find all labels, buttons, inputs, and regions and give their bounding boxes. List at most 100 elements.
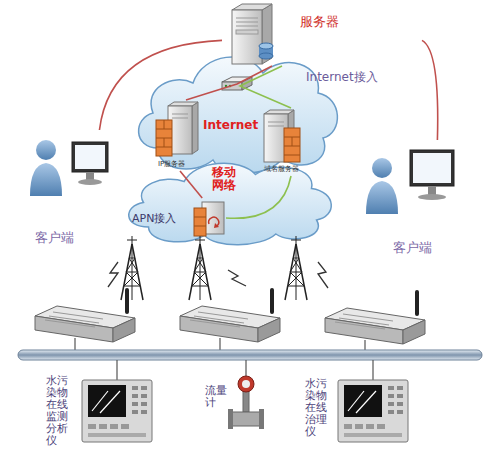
ip-server-node: IP服务器 [150, 100, 210, 171]
device-drop-wire [245, 360, 246, 376]
wireless-bolt [108, 262, 118, 287]
dtu-drop-wire [364, 340, 365, 350]
wireless-bolt [318, 262, 328, 288]
analyzer-node: 水污染物在线监测分析仪 [40, 368, 160, 454]
domain-server-icon [268, 126, 284, 127]
client-icon [30, 163, 62, 196]
ip-server-icon [192, 102, 198, 154]
node-label: IP服务器 [158, 160, 218, 168]
analyzer-panel [82, 380, 152, 442]
cell-tower [189, 236, 211, 300]
client-icon [428, 186, 436, 195]
ip-server-icon [164, 120, 165, 129]
access-label: Internet接入 [306, 70, 378, 84]
cell-tower [285, 236, 307, 300]
apn-gateway-icon [214, 223, 219, 228]
server-icon [259, 53, 273, 59]
cell-tower [121, 236, 307, 300]
client-icon [418, 194, 446, 200]
dtu-modem [35, 288, 135, 342]
wireless-bolt [228, 270, 246, 286]
flow-meter-icon [242, 380, 250, 388]
flow-meter-icon [232, 412, 260, 426]
server-node: 服务器 [222, 2, 422, 66]
client-icon [30, 140, 108, 196]
apn-gateway-node: APN接入 [192, 198, 226, 238]
flow-meter-icon [228, 376, 264, 429]
node-label: 水污染物在线监测分析仪 [46, 375, 68, 448]
dtu-drop-wire [74, 338, 75, 350]
client-icon [78, 179, 102, 185]
device-drop-wire [116, 360, 117, 380]
apn-gateway-icon [194, 226, 206, 227]
domain-server-icon [284, 155, 300, 156]
node-label: 域名服务器 [264, 165, 334, 173]
domain-server-icon [268, 122, 284, 123]
client-icon [413, 153, 451, 183]
wireless-bolt [108, 262, 328, 288]
server-icon [236, 26, 258, 27]
field-bus [18, 350, 482, 360]
mobile-network-cloud: 移动网络 APN接入 [118, 150, 340, 248]
server-icon [232, 10, 262, 64]
client-icon [410, 150, 454, 186]
client-icon [366, 181, 398, 214]
ip-server-icon [156, 120, 172, 156]
ip-server-icon [172, 114, 188, 115]
domain-server-icon [284, 128, 300, 162]
ip-server-icon [168, 102, 198, 106]
network-link [422, 40, 438, 140]
client-icon [36, 140, 56, 160]
node-label: APN接入 [132, 212, 166, 225]
cell-tower [121, 236, 143, 300]
server-icon [259, 43, 273, 49]
node-label: 客户端 [393, 240, 500, 256]
flow-meter-icon [238, 376, 254, 392]
dtu-drop-wire [75, 338, 365, 350]
node-label: Internet [203, 118, 421, 132]
node-label: 流量计 [205, 385, 227, 409]
client-icon [72, 142, 108, 172]
server-icon [232, 4, 273, 64]
domain-server-icon [292, 137, 293, 146]
dtu-modem [35, 288, 425, 344]
device-drop-wire [372, 360, 373, 380]
client-icon [372, 158, 392, 178]
cloud-outline [118, 150, 340, 248]
server-icon [236, 18, 258, 19]
internet-cloud: InternetIP服务器域名服务器 [128, 38, 346, 178]
flow-meter-icon [259, 409, 264, 429]
treatment-panel [338, 380, 408, 442]
node-label: 客户端 [35, 230, 129, 246]
client-node: 客户端 [362, 140, 500, 258]
treatment-node: 水污染物在线治理仪 [300, 368, 430, 454]
ip-server-icon [172, 118, 188, 119]
dtu-modem [325, 290, 425, 344]
cloud-outline [129, 163, 332, 244]
node-label: 服务器 [300, 14, 500, 30]
server-icon [236, 30, 258, 34]
treatment-panel [338, 380, 408, 442]
dtu-modem [180, 288, 280, 342]
flow-meter-icon [243, 390, 249, 412]
client-icon [366, 150, 454, 214]
flow-meter-node: 流量计 [200, 365, 280, 445]
server-icon [236, 22, 258, 23]
dtu-drop-wire [219, 338, 220, 350]
cloud-outline [128, 38, 346, 178]
analyzer-panel [82, 380, 152, 442]
client-icon [75, 145, 105, 169]
node-label: 移动网络 [212, 166, 236, 192]
flow-meter-icon [228, 409, 233, 429]
node-label: 水污染物在线治理仪 [305, 378, 327, 438]
domain-server-node: 域名服务器 [256, 108, 326, 176]
apn-gateway-icon [194, 208, 206, 236]
apn-gateway-icon [194, 217, 206, 218]
client-node: 客户端 [28, 130, 122, 248]
client-icon [86, 172, 94, 180]
ip-server-icon [164, 138, 165, 147]
server-icon [232, 4, 272, 10]
